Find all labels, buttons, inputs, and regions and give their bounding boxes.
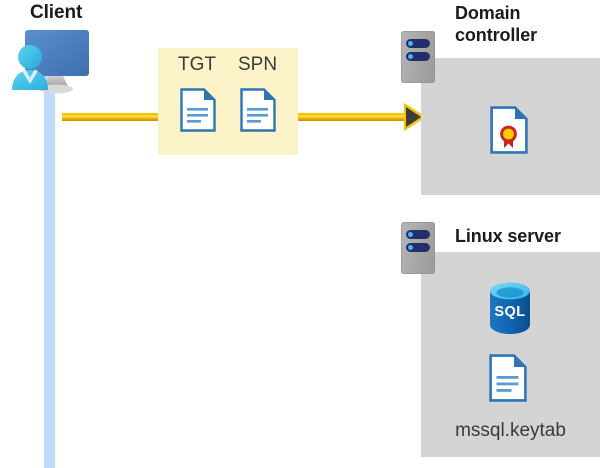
svg-text:SQL: SQL xyxy=(494,304,525,320)
page-title-domain-controller: Domain controller xyxy=(455,3,538,45)
page-title-client: Client xyxy=(30,2,83,23)
certificate-document-icon xyxy=(490,106,528,154)
spn-document-icon xyxy=(240,88,276,132)
server-led-2 xyxy=(408,245,413,250)
client-lifeline xyxy=(44,74,55,468)
keytab-document-icon xyxy=(489,354,527,402)
server-bar-1 xyxy=(406,39,430,48)
server-bar-2 xyxy=(406,52,430,61)
sql-database-icon: SQL xyxy=(488,282,532,334)
linux-server-rack-icon xyxy=(401,222,435,274)
packet-label-tgt: TGT xyxy=(178,54,216,75)
server-led-2 xyxy=(408,54,413,59)
server-led-1 xyxy=(408,232,413,237)
packet-label-spn: SPN xyxy=(238,54,278,75)
client-user-monitor-icon xyxy=(8,28,100,98)
server-bar-1 xyxy=(406,230,430,239)
server-led-1 xyxy=(408,41,413,46)
keytab-filename-label: mssql.keytab xyxy=(455,420,566,441)
server-bar-2 xyxy=(406,243,430,252)
domain-controller-server-rack-icon xyxy=(401,31,435,83)
page-title-linux-server: Linux server xyxy=(455,226,561,246)
tgt-document-icon xyxy=(180,88,216,132)
